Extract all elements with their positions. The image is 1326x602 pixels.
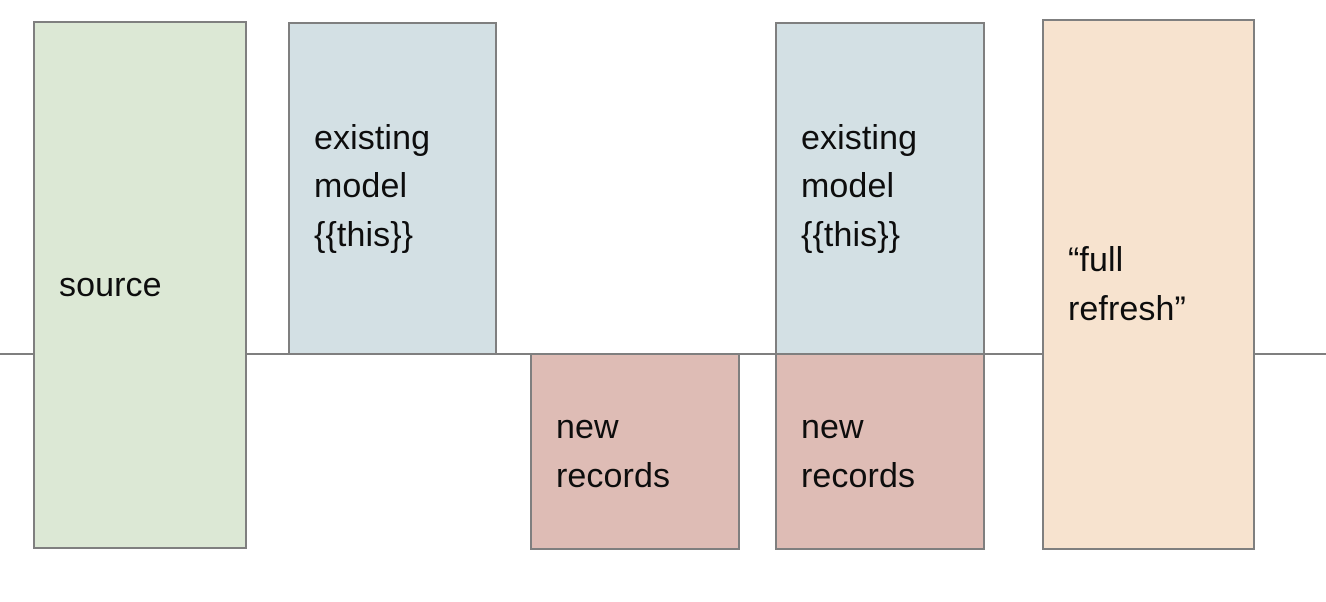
box-existing-model-1[interactable]: existing model {{this}} [288,22,497,355]
box-full-refresh-label: “full refresh” [1068,241,1186,328]
box-existing-model-1-label: existing model {{this}} [314,119,431,254]
box-source-label: source [59,265,162,304]
box-source[interactable]: source [33,21,247,549]
box-new-records-1[interactable]: new records [530,353,740,550]
box-new-records-1-label: new records [556,408,671,495]
box-existing-model-2[interactable]: existing model {{this}} [775,22,985,355]
box-full-refresh[interactable]: “full refresh” [1042,19,1255,550]
box-new-records-2-label: new records [801,408,916,495]
box-existing-model-2-label: existing model {{this}} [801,119,918,254]
box-new-records-2[interactable]: new records [775,353,985,550]
